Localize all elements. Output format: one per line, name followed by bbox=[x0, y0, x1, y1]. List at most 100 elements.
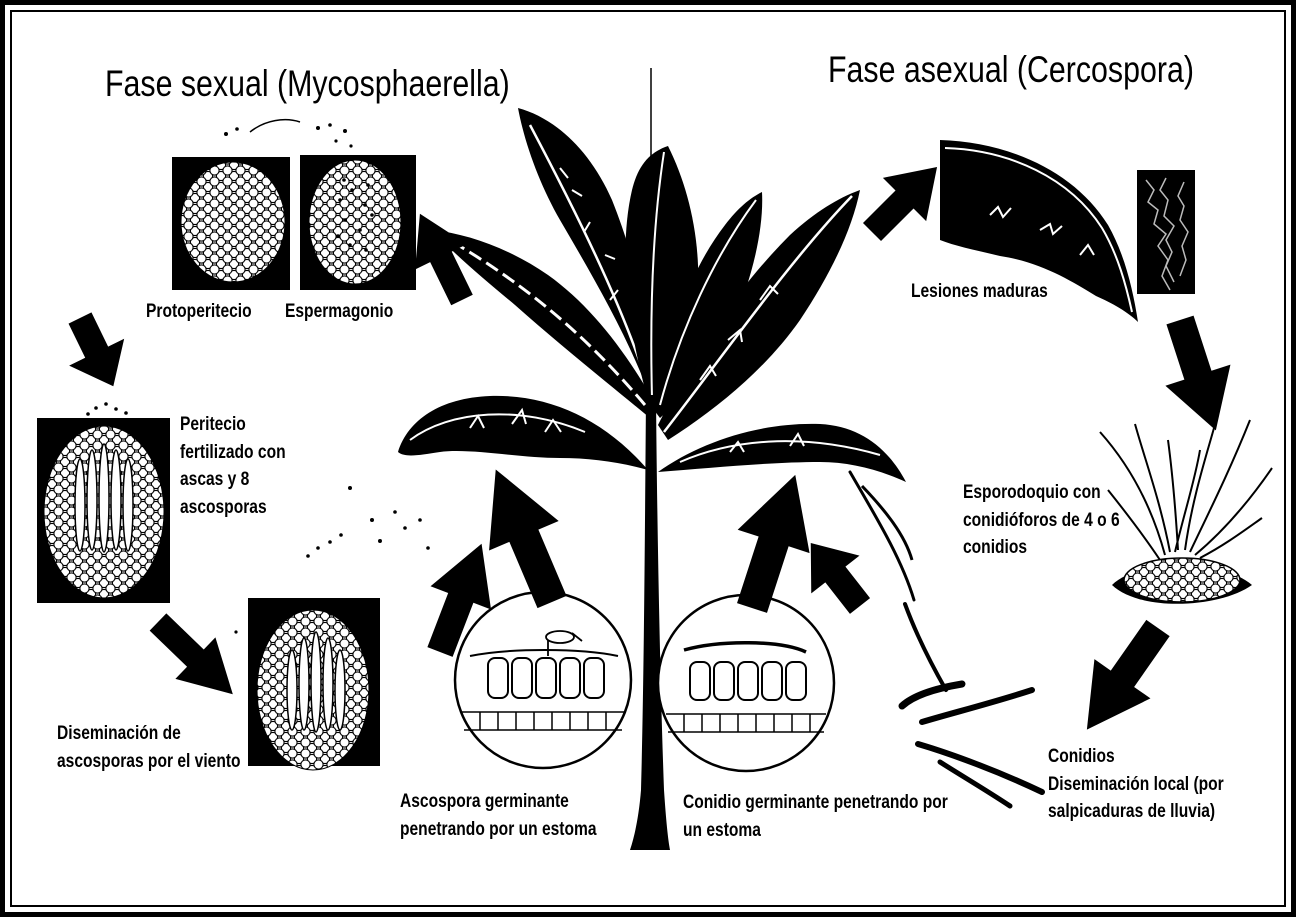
epidermal-cell bbox=[560, 658, 580, 698]
epidermal-cells bbox=[690, 662, 806, 700]
conidium bbox=[940, 762, 1010, 806]
label-line: ascosporas por el viento bbox=[57, 748, 241, 776]
label-line: ascas y 8 bbox=[180, 466, 286, 494]
spore-dot bbox=[235, 127, 239, 131]
asca bbox=[123, 459, 133, 551]
espermacio bbox=[364, 248, 368, 252]
spore-dot bbox=[334, 139, 337, 142]
peritecio-release-illustration bbox=[248, 598, 380, 770]
spore-dot bbox=[403, 526, 407, 530]
peritecio-ejected-spores bbox=[86, 402, 128, 416]
espermacio bbox=[370, 213, 374, 217]
label-line: Esporodoquio con bbox=[963, 479, 1120, 507]
spore-dot bbox=[306, 554, 310, 558]
asca bbox=[323, 638, 333, 730]
spermatia-transfer bbox=[224, 120, 353, 148]
label-line: Espermagonio bbox=[285, 298, 393, 326]
spore-dot bbox=[343, 129, 347, 133]
arrow-to-esporodoquio bbox=[1147, 309, 1248, 440]
label-line: un estoma bbox=[683, 817, 948, 845]
conidium bbox=[902, 684, 962, 706]
spore-dot bbox=[349, 144, 352, 147]
spore-dot bbox=[234, 630, 237, 633]
spore-dot bbox=[426, 546, 430, 550]
label-line: fertilizado con bbox=[180, 439, 286, 467]
leaf-lower-left bbox=[398, 396, 648, 470]
asca bbox=[311, 632, 321, 732]
spore-dot bbox=[224, 132, 228, 136]
espermacio bbox=[366, 183, 370, 187]
label-conidios: Conidios Diseminación local (por salpica… bbox=[1048, 743, 1224, 826]
asca bbox=[87, 450, 97, 550]
spore-dot bbox=[418, 518, 422, 522]
espermacio bbox=[363, 203, 367, 207]
epidermal-cell bbox=[738, 662, 758, 700]
conidiophore bbox=[1195, 468, 1272, 555]
spore-dot bbox=[348, 486, 352, 490]
spore-dot bbox=[316, 126, 320, 130]
title-asexual-phase: Fase asexual (Cercospora) bbox=[828, 50, 1194, 90]
protoperitecio-body bbox=[181, 162, 285, 282]
label-line: Lesiones maduras bbox=[911, 278, 1048, 306]
spore-dot bbox=[339, 533, 343, 537]
espermagonio-body bbox=[309, 160, 401, 284]
spore-dot bbox=[393, 510, 397, 514]
spore-dot bbox=[370, 518, 374, 522]
esporodoquio-stroma bbox=[1124, 558, 1240, 602]
epidermal-cell bbox=[786, 662, 806, 700]
banana-plant bbox=[398, 108, 912, 850]
espermacio bbox=[358, 228, 362, 232]
germinating-ascospora bbox=[546, 631, 574, 643]
label-line: salpicaduras de lluvia) bbox=[1048, 798, 1224, 826]
conidiophore bbox=[1168, 440, 1178, 550]
epidermal-cell bbox=[512, 658, 532, 698]
epidermal-cell bbox=[536, 658, 556, 698]
spore-dot bbox=[124, 411, 128, 415]
conidium-long bbox=[850, 472, 914, 600]
esporodoquio-illustration bbox=[1100, 420, 1272, 604]
arrow-to-peritecio bbox=[52, 305, 140, 400]
lesion-closeup bbox=[1137, 170, 1195, 294]
stoma-conidio-illustration bbox=[658, 595, 834, 771]
spore-dot bbox=[316, 546, 320, 550]
label-line: Conidios bbox=[1048, 743, 1224, 771]
label-diseminacion-viento: Diseminación de ascosporas por el viento bbox=[57, 720, 241, 775]
spore-dot bbox=[86, 412, 90, 416]
asca bbox=[299, 638, 309, 730]
epidermal-cell bbox=[488, 658, 508, 698]
label-line: Ascospora germinante bbox=[400, 788, 597, 816]
epidermal-cells bbox=[488, 658, 604, 698]
label-ascospora-germinante: Ascospora germinante penetrando por un e… bbox=[400, 788, 597, 843]
spore-dot bbox=[328, 540, 332, 544]
label-conidio-germinante: Conidio germinante penetrando por un est… bbox=[683, 789, 948, 844]
conidium bbox=[922, 690, 1032, 722]
spore-dot bbox=[94, 406, 98, 410]
espermacio bbox=[336, 234, 340, 238]
label-lesiones-maduras: Lesiones maduras bbox=[911, 278, 1048, 306]
espermacio bbox=[343, 218, 347, 222]
label-line: Protoperitecio bbox=[146, 298, 252, 326]
title-sexual-phase: Fase sexual (Mycosphaerella) bbox=[105, 64, 510, 104]
stoma-ascospora-illustration bbox=[455, 592, 631, 768]
asca bbox=[335, 650, 345, 730]
label-line: Peritecio bbox=[180, 411, 286, 439]
label-espermagonio: Espermagonio bbox=[285, 298, 393, 326]
spore-dot bbox=[328, 123, 332, 127]
label-esporodoquio: Esporodoquio con conidióforos de 4 o 6 c… bbox=[963, 479, 1120, 562]
asca bbox=[111, 450, 121, 550]
conidiophores bbox=[1100, 420, 1272, 560]
spore-dot bbox=[104, 402, 108, 406]
label-line: conidióforos de 4 o 6 bbox=[963, 507, 1120, 535]
asca bbox=[75, 459, 85, 551]
asca bbox=[99, 444, 109, 552]
label-line: Diseminación local (por bbox=[1048, 771, 1224, 799]
epidermal-cell bbox=[762, 662, 782, 700]
spore-dot bbox=[378, 539, 382, 543]
asca bbox=[287, 650, 297, 730]
espermacio bbox=[342, 178, 346, 182]
conidiophore bbox=[1200, 518, 1262, 558]
epidermal-cell bbox=[714, 662, 734, 700]
peritecio-illustration bbox=[37, 402, 170, 603]
protoperitecio-illustration bbox=[172, 157, 290, 290]
spore-dot bbox=[114, 407, 118, 411]
